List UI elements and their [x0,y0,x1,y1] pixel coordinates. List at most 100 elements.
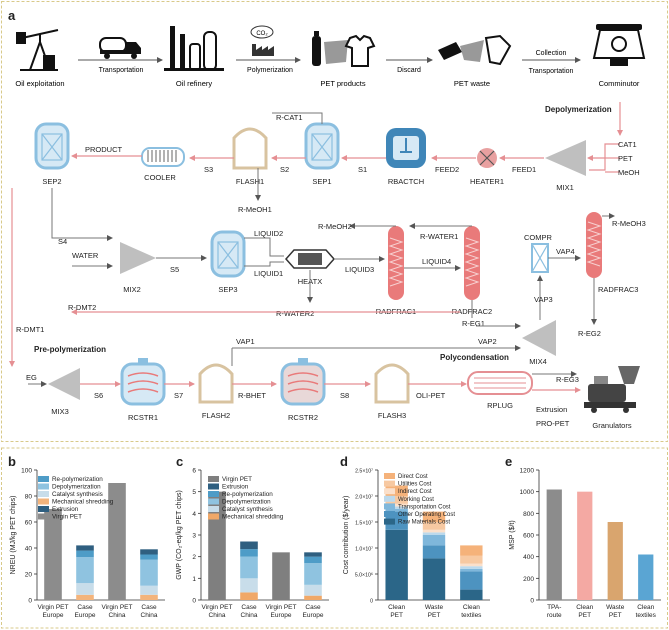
y-tick-label: 600 [523,533,534,540]
x-tick-label: PET [428,612,441,619]
unit-mix3: MIX3 [51,407,69,416]
bar-segment [76,594,94,600]
refinery-icon [164,26,224,71]
panel-label-b: b [8,454,16,469]
pet-products-icon [312,31,376,67]
stream-liquid4: LIQUID4 [422,257,451,266]
bar-segment [422,532,446,535]
x-tick-label: Clean [388,604,405,611]
legend-item: Depolymerization [222,499,271,506]
stream-r-dmt1: R-DMT1 [16,325,44,334]
stream-s3: S3 [204,165,213,174]
x-tick-label: Europe [43,612,64,619]
x-tick-label: Case [305,604,321,611]
bar-segment [460,545,483,556]
unit-rcstr2: RCSTR2 [288,413,318,422]
bar-segment [140,549,158,555]
stream-vap2: VAP2 [478,337,497,346]
panel-bcde-frame [1,447,668,629]
unit-mix1-shape [545,140,586,176]
stream-s2: S2 [280,165,289,174]
stream-cat1: CAT1 [618,140,637,149]
bar-segment [385,506,408,509]
stream-r-bhet: R-BHET [238,391,266,400]
bar-segment [422,558,446,600]
unit-sep2: SEP2 [42,177,61,186]
x-tick-label: China [109,612,126,619]
legend-item: Mechanical shredding [52,499,114,506]
x-tick-label: Clean [576,604,593,611]
unit-sep3: SEP3 [218,285,237,294]
legend-item: Depolymerization [52,484,101,491]
bar-segment [385,485,408,496]
legend-item: Catalyst synthesis [222,506,273,513]
granulator-icon [584,366,640,413]
unit-mix4-shape [522,320,556,356]
stream-r-water1: R-WATER1 [420,232,458,241]
bar-segment [385,503,408,507]
step-oil-exploitation: Oil exploitation [15,79,64,88]
label-extrusion: Extrusion [536,405,567,414]
y-axis-label: NREU (MJ/kg PET chips) [10,496,17,575]
chart-d-cost: 05.0×10⁶1.0×10⁷1.5×10⁷2.0×10⁷2.5×10⁷Cost… [343,469,490,619]
bar-segment [304,563,322,585]
y-tick-label: 2.5×10⁷ [355,469,373,475]
bar-segment [140,585,158,595]
stream-pet: PET [618,154,633,163]
unit-mix3-shape [48,368,80,400]
bar-segment [422,529,446,533]
unit-sep3-shape [210,230,246,278]
legend-swatch [38,483,49,490]
factory-icon: CO₂ [250,25,274,56]
y-tick-label: 1 [192,576,196,583]
bar-segment [304,595,322,600]
bar-segment [240,578,258,593]
legend-item: Catalyst synthesis [52,491,103,498]
stream-r-meoh3: R-MeOH3 [612,219,646,228]
unit-flash2-shape [198,363,234,404]
bar-segment [460,563,483,567]
legend-swatch [208,476,219,482]
stream-oli-pet: OLI-PET [416,391,446,400]
y-tick-label: 40 [25,546,33,553]
bar-segment [240,556,258,579]
unit-mix2: MIX2 [123,285,141,294]
y-tick-label: 2 [192,554,196,561]
bar [577,491,593,600]
stream-r-eg1: R-EG1 [462,319,485,328]
unit-sep1-shape [304,122,340,170]
unit-mix4: MIX4 [529,357,547,366]
y-tick-label: 100 [21,468,32,475]
pet-waste-icon [438,34,512,66]
y-axis-label: GWP (CO₂-eq/kg PET chips) [176,490,183,580]
bar-segment [76,550,94,558]
x-tick-label: Waste [425,604,444,611]
x-tick-label: China [241,612,258,619]
y-tick-label: 0 [370,599,373,605]
legend-swatch [38,476,49,482]
arrow-label-discard: Discard [397,67,421,74]
label-polycondensation: Polycondensation [440,353,509,362]
stream-meoh: MeOH [618,168,640,177]
legend-swatch [384,473,395,479]
stream-liquid2: LIQUID2 [254,229,283,238]
legend-swatch [208,483,219,490]
bar-segment [76,583,94,595]
unit-flash3-shape [374,363,410,404]
y-tick-label: 0 [530,598,534,605]
y-tick-label: 5 [192,489,196,496]
x-tick-label: Virgin PET [38,604,69,611]
unit-rcstr1-shape [120,358,166,406]
label-depolymerization: Depolymerization [545,105,612,114]
y-tick-label: 20 [25,572,33,579]
bar [638,554,654,600]
x-tick-label: PET [578,612,591,619]
bar-segment [460,568,483,572]
bar-segment [272,552,290,600]
arrow-label-polymerization: Polymerization [247,67,293,74]
legend-item: Transportation Cost [398,504,451,510]
stream-vap4: VAP4 [556,247,575,256]
stream-feed2: FEED2 [435,165,459,174]
